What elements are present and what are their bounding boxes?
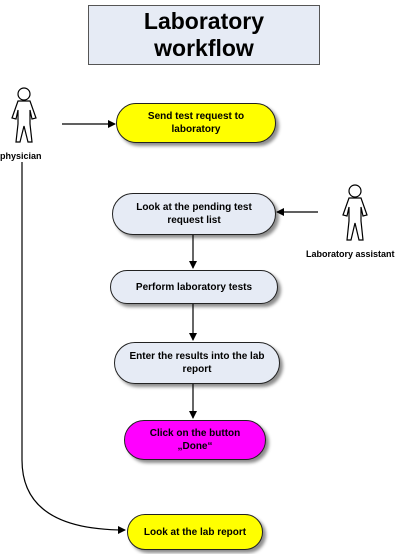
step-look-pending: Look at the pending test request list	[112, 193, 276, 235]
step-look-report: Look at the lab report	[127, 514, 263, 550]
step-click-done: Click on the button „Done“	[124, 420, 266, 460]
lab-assistant-icon	[342, 184, 368, 241]
step-perform-tests: Perform laboratory tests	[110, 270, 278, 304]
actor-label-physician: physician	[0, 151, 42, 161]
step-send-request: Send test request to laboratory	[116, 103, 276, 143]
actor-label-lab-assistant: Laboratory assistant	[306, 249, 395, 259]
step-enter-results: Enter the results into the lab report	[114, 342, 280, 384]
page-title: Laboratory workflow	[143, 8, 265, 61]
title-box: Laboratory workflow	[88, 5, 320, 65]
physician-icon	[11, 87, 37, 143]
arrow-physician-to-report	[21, 162, 126, 534]
